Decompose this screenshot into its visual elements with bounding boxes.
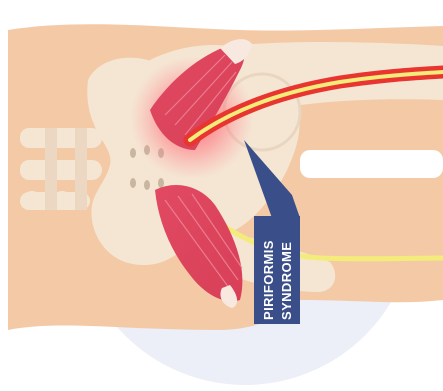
callout-line-2: SYNDROME (279, 242, 294, 320)
callout-line-1: PIRIFORMIS (261, 240, 276, 320)
leg-gap (300, 150, 443, 178)
